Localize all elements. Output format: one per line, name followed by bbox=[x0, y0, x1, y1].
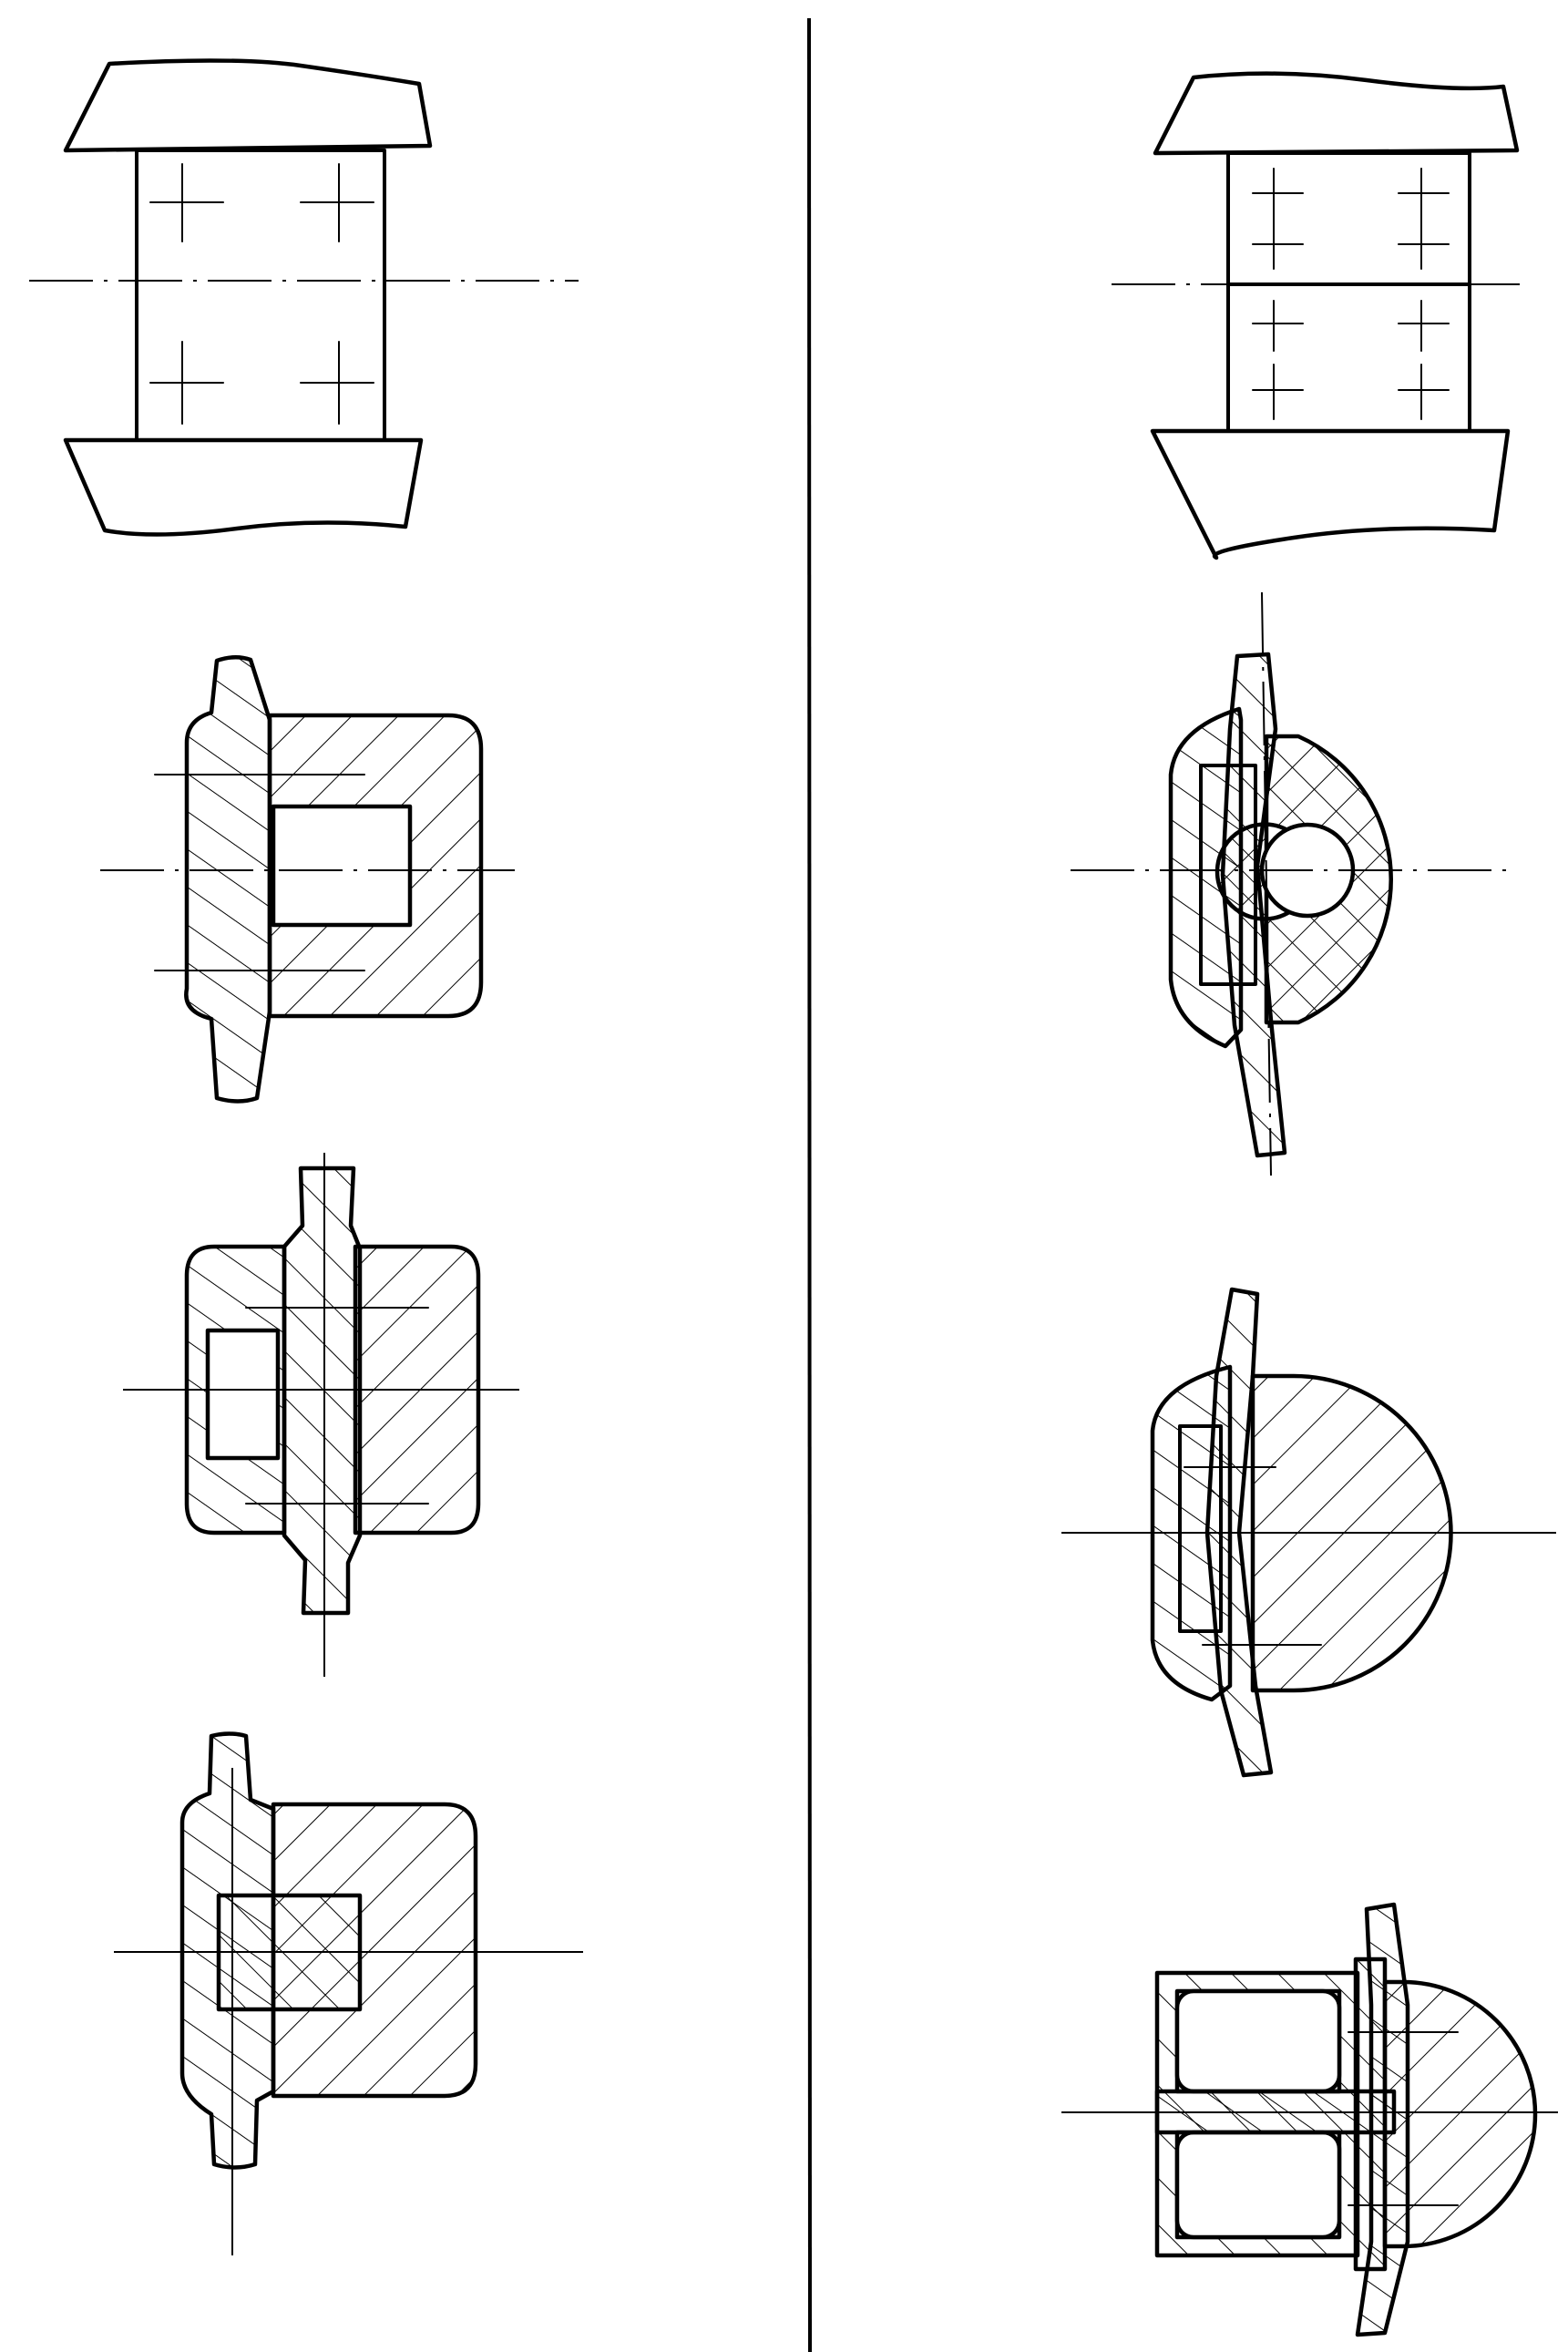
domed-head-section-cross-hatched bbox=[1071, 591, 1512, 1176]
hub-section-with-pocket-left bbox=[123, 1153, 519, 1677]
center-axis-vertical bbox=[1261, 591, 1272, 1176]
flange-plate-section bbox=[184, 655, 272, 1104]
lower-plate-outline bbox=[63, 437, 424, 537]
left-column bbox=[29, 58, 583, 2255]
hub-body-section bbox=[271, 1802, 478, 2099]
cross-marks bbox=[149, 163, 374, 425]
hub-pocket bbox=[206, 1329, 280, 1460]
inner-washer-outline bbox=[1178, 1424, 1223, 1633]
plate-with-four-crosses-view bbox=[29, 58, 579, 537]
upper-plate-outline bbox=[63, 58, 433, 153]
inclined-plate-section bbox=[1355, 1902, 1410, 2337]
lower-plate-outline bbox=[1150, 428, 1511, 560]
flanged-hub-section-open-right bbox=[100, 655, 515, 1104]
cross-marks bbox=[1252, 168, 1450, 420]
right-column bbox=[1061, 71, 1558, 2337]
inner-washer-outline bbox=[1199, 764, 1257, 986]
hub-section-with-insert bbox=[114, 1731, 583, 2255]
domed-head-with-housing-section bbox=[1061, 1902, 1558, 2337]
domed-head-section-single-hatched bbox=[1061, 1287, 1556, 1778]
housing-upper-cavity bbox=[1174, 1988, 1342, 2094]
housing-lower-cavity bbox=[1174, 2130, 1342, 2240]
upper-plate-outline bbox=[1153, 71, 1520, 156]
split-plate-with-eight-crosses-view bbox=[1112, 71, 1520, 560]
hub-recess bbox=[272, 805, 412, 927]
cap-shell-section bbox=[1168, 706, 1244, 1049]
dome-head-section bbox=[1382, 1979, 1538, 2249]
column-divider bbox=[807, 17, 812, 2352]
